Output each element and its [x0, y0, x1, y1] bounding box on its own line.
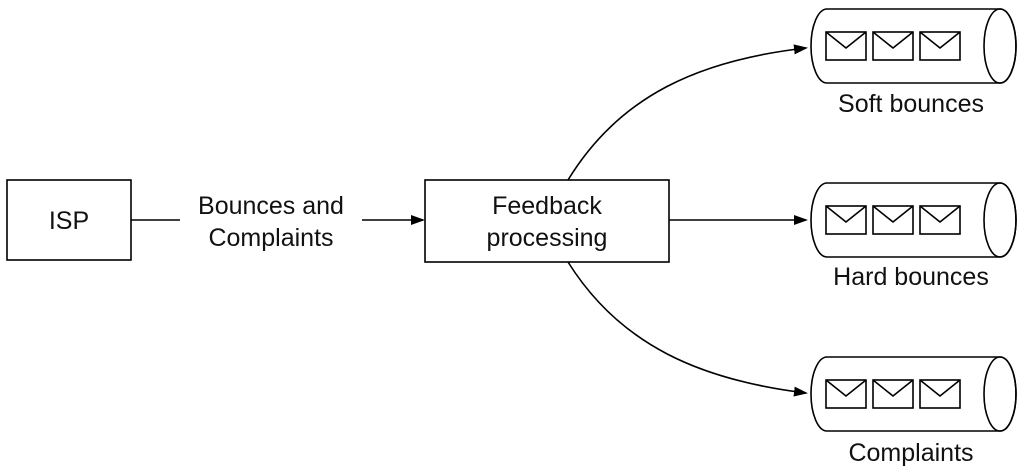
- edge-label-line2: Complaints: [208, 224, 333, 252]
- isp-box: [6, 179, 132, 261]
- feedback-processing-node: Feedback processing: [424, 179, 670, 263]
- envelope-icon: [872, 379, 914, 409]
- queue-soft-bounces: Soft bounces: [810, 8, 1017, 118]
- queue-complaints: Complaints: [810, 356, 1017, 467]
- envelope-icon: [919, 31, 961, 61]
- arrow-to-soft-bounces: [567, 44, 808, 181]
- isp-label: ISP: [49, 207, 89, 235]
- queue-cylinder-end: [983, 356, 1017, 432]
- envelope-icon: [872, 31, 914, 61]
- envelope-icon: [825, 31, 867, 61]
- edge-label-line1: Bounces and: [198, 192, 344, 220]
- envelope-icon: [872, 205, 914, 235]
- queue-label-hard-bounces: Hard bounces: [833, 263, 989, 291]
- envelope-icon: [825, 205, 867, 235]
- envelope-icon: [919, 379, 961, 409]
- bounces-complaints-label: Bounces and Complaints: [198, 192, 344, 252]
- feedback-label-line1: Feedback: [492, 192, 602, 220]
- queue-label-complaints: Complaints: [848, 439, 973, 467]
- queue-cylinder-end: [983, 8, 1017, 84]
- feedback-box: [424, 179, 670, 263]
- queue-cylinder-end: [983, 182, 1017, 258]
- feedback-label-line2: processing: [487, 224, 608, 252]
- queue-hard-bounces: Hard bounces: [810, 182, 1017, 291]
- arrow-to-complaints: [567, 261, 808, 397]
- isp-node: ISP: [6, 179, 132, 261]
- envelope-icon: [825, 379, 867, 409]
- envelope-icon: [919, 205, 961, 235]
- queue-label-soft-bounces: Soft bounces: [838, 90, 984, 118]
